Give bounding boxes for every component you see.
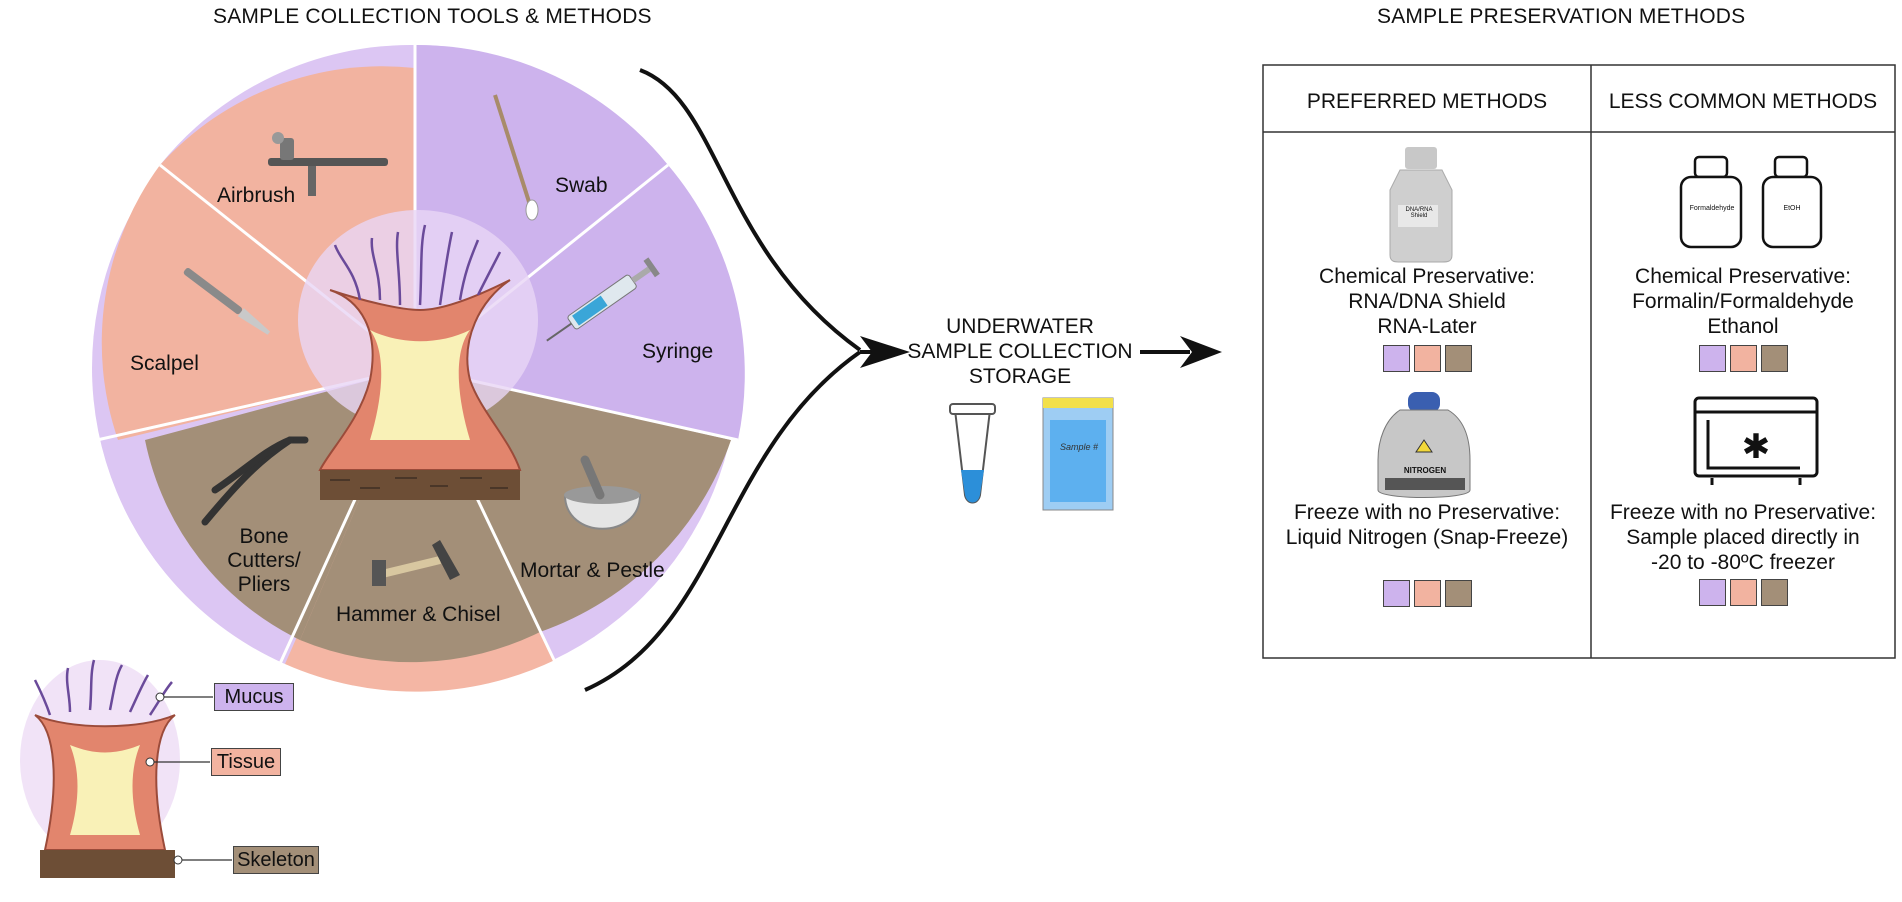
- sample-type-squares: [1263, 345, 1591, 378]
- legend-skeleton: Skeleton: [233, 846, 319, 874]
- mortar-pestle-icon: [563, 455, 642, 530]
- etoh-bottle-label: EtOH: [1783, 205, 1801, 212]
- preservation-title: SAMPLE PRESERVATION METHODS: [1377, 5, 1746, 28]
- coral-polyp-illustration: [298, 210, 538, 500]
- header-less-common: LESS COMMON METHODS: [1608, 90, 1878, 113]
- segment-hammer-chisel: [300, 368, 540, 663]
- pliers-icon: [201, 436, 309, 526]
- less-common-freeze-text: Freeze with no Preservative: Sample plac…: [1591, 500, 1895, 612]
- preferred-chemical-text: Chemical Preservative: RNA/DNA Shield RN…: [1263, 264, 1591, 378]
- sample-type-squares: [1591, 579, 1895, 612]
- snowflake-icon: ✱: [1742, 428, 1771, 466]
- sample-bag-label: Sample #: [1060, 442, 1099, 452]
- arrow-head-right: [1180, 336, 1222, 368]
- shield-bottle-label: DNA/RNA Shield: [1405, 207, 1433, 219]
- label-bone-cutters: Bone Cutters/ Pliers: [227, 525, 301, 596]
- label-mortar-pestle: Mortar & Pestle: [520, 559, 665, 582]
- less-common-chemical-text: Chemical Preservative: Formalin/Formalde…: [1591, 264, 1895, 378]
- dewar-label: NITROGEN: [1403, 466, 1447, 475]
- swab-icon: [493, 94, 539, 221]
- sample-bag-icon: [1042, 397, 1114, 511]
- freezer-icon: [1693, 396, 1819, 485]
- legend-mucus: Mucus: [214, 683, 294, 711]
- storage-label: UNDERWATER SAMPLE COLLECTION STORAGE: [907, 315, 1133, 388]
- formaldehyde-bottle-label: Formaldehyde: [1689, 205, 1735, 212]
- arrow-head-left: [860, 336, 910, 368]
- preferred-freeze-text: Freeze with no Preservative: Liquid Nitr…: [1263, 500, 1591, 613]
- microtube-icon: [949, 403, 996, 504]
- hammer-chisel-icon: [372, 540, 460, 586]
- sample-type-squares: [1263, 580, 1591, 613]
- curved-arrow: [584, 68, 862, 692]
- scalpel-icon: [183, 268, 271, 335]
- label-scalpel: Scalpel: [130, 352, 199, 375]
- legend-polyp-illustration: [20, 659, 232, 878]
- label-airbrush: Airbrush: [217, 184, 296, 207]
- airbrush-icon: [268, 132, 388, 196]
- header-preferred: PREFERRED METHODS: [1306, 90, 1548, 113]
- syringe-icon: [546, 257, 660, 342]
- collection-title: SAMPLE COLLECTION TOOLS & METHODS: [213, 5, 652, 28]
- label-syringe: Syringe: [642, 340, 714, 363]
- shield-bottle-icon: [1389, 147, 1453, 263]
- label-swab: Swab: [555, 174, 608, 197]
- chemical-bottles-icon: [1679, 155, 1823, 249]
- liquid-nitrogen-dewar-icon: [1377, 392, 1471, 498]
- legend-tissue: Tissue: [211, 748, 281, 776]
- label-hammer-chisel: Hammer & Chisel: [336, 603, 501, 626]
- preservation-table: [1262, 64, 1896, 659]
- sample-type-squares: [1591, 345, 1895, 378]
